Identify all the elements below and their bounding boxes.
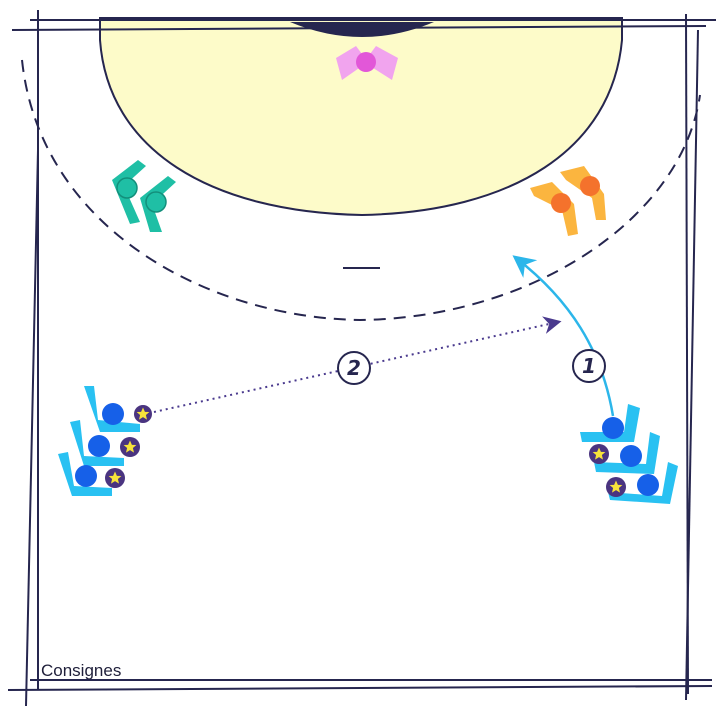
ball-icon bbox=[589, 444, 609, 464]
goal-area bbox=[99, 17, 623, 217]
run-arrow-icon bbox=[512, 255, 615, 417]
attacker-icon bbox=[84, 386, 140, 432]
free-throw-line bbox=[21, 59, 701, 322]
goalkeeper-icon bbox=[336, 46, 398, 80]
instructions-label: Consignes bbox=[41, 661, 122, 680]
ball-icon bbox=[120, 437, 140, 457]
attacker-icon bbox=[608, 462, 678, 504]
attacker-icon bbox=[580, 404, 640, 442]
defender-icon bbox=[560, 166, 606, 220]
court-lines bbox=[7, 10, 716, 707]
step-label: 2 bbox=[347, 356, 361, 380]
ball-icon bbox=[105, 468, 125, 488]
attacker-icon bbox=[70, 420, 124, 466]
attacker-icon bbox=[58, 452, 112, 496]
ball-icon bbox=[606, 477, 626, 497]
goal bbox=[290, 22, 434, 37]
defender-icon bbox=[112, 160, 146, 224]
step-label: 1 bbox=[582, 354, 596, 378]
step-marker-1: 1 bbox=[572, 349, 606, 383]
step-marker-2: 2 bbox=[337, 351, 371, 385]
defender-icon bbox=[140, 176, 176, 232]
attacker-icon bbox=[594, 432, 660, 474]
defender-icon bbox=[530, 182, 578, 236]
ball-icon bbox=[134, 405, 152, 423]
